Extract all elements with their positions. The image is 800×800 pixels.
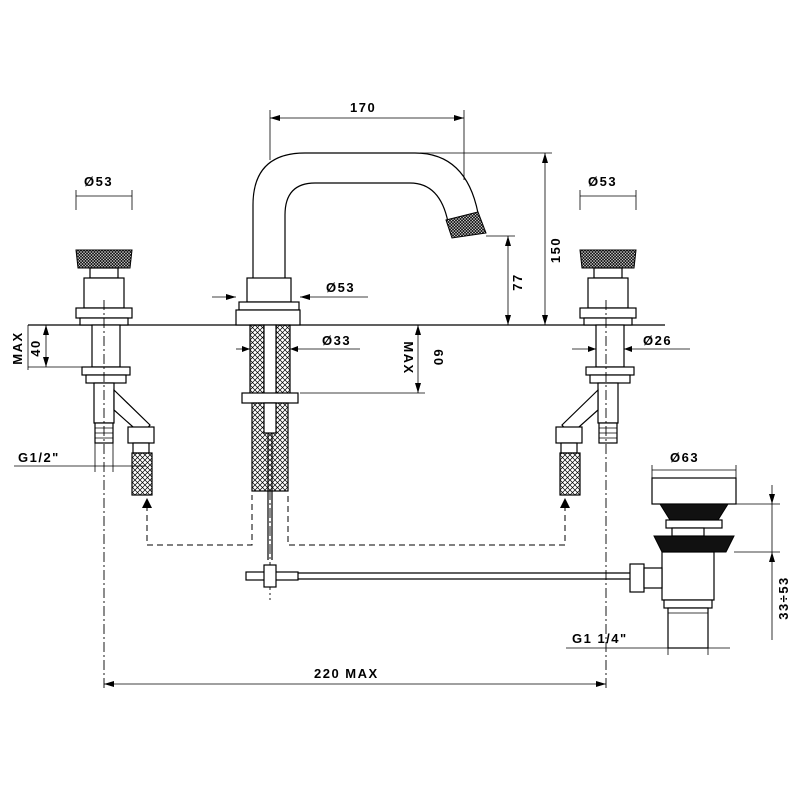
popup-rod xyxy=(245,564,630,588)
hose-connections xyxy=(142,495,570,546)
dim-drain-range: 33÷53 xyxy=(776,576,791,620)
dim-inlet-thread: G1/2" xyxy=(18,450,60,465)
dim-overall-width: 220 MAX xyxy=(314,666,379,681)
dim-max-label-center: MAX xyxy=(401,341,416,374)
popup-drain xyxy=(629,477,737,649)
aerator-knurled xyxy=(445,211,487,239)
spout-shank xyxy=(241,324,299,600)
dim-spout-base-diameter: Ø53 xyxy=(326,280,355,295)
dim-drain-diameter: Ø63 xyxy=(670,450,699,465)
left-handle-wheel xyxy=(75,249,133,269)
dim-spout-height: 150 xyxy=(548,237,563,263)
spout xyxy=(235,152,487,326)
right-handle-wheel xyxy=(579,249,637,269)
dimension-lines xyxy=(14,110,780,687)
dim-max-label-left: MAX xyxy=(10,331,25,364)
countertop xyxy=(27,324,665,370)
dim-handle-right-diameter: Ø53 xyxy=(588,174,617,189)
dim-drain-thread: G1 1/4" xyxy=(572,631,628,646)
dim-max-deck-center: 60 xyxy=(431,349,446,366)
dim-valve-diameter: Ø26 xyxy=(643,333,672,348)
dim-handle-left-diameter: Ø53 xyxy=(84,174,113,189)
right-valve xyxy=(555,249,637,690)
dim-outlet-height: 77 xyxy=(510,273,525,290)
dim-hole-diameter: Ø33 xyxy=(322,333,351,348)
dim-spout-reach: 170 xyxy=(350,100,376,115)
dim-max-deck-left: 40 xyxy=(28,339,43,356)
left-valve xyxy=(75,249,155,690)
